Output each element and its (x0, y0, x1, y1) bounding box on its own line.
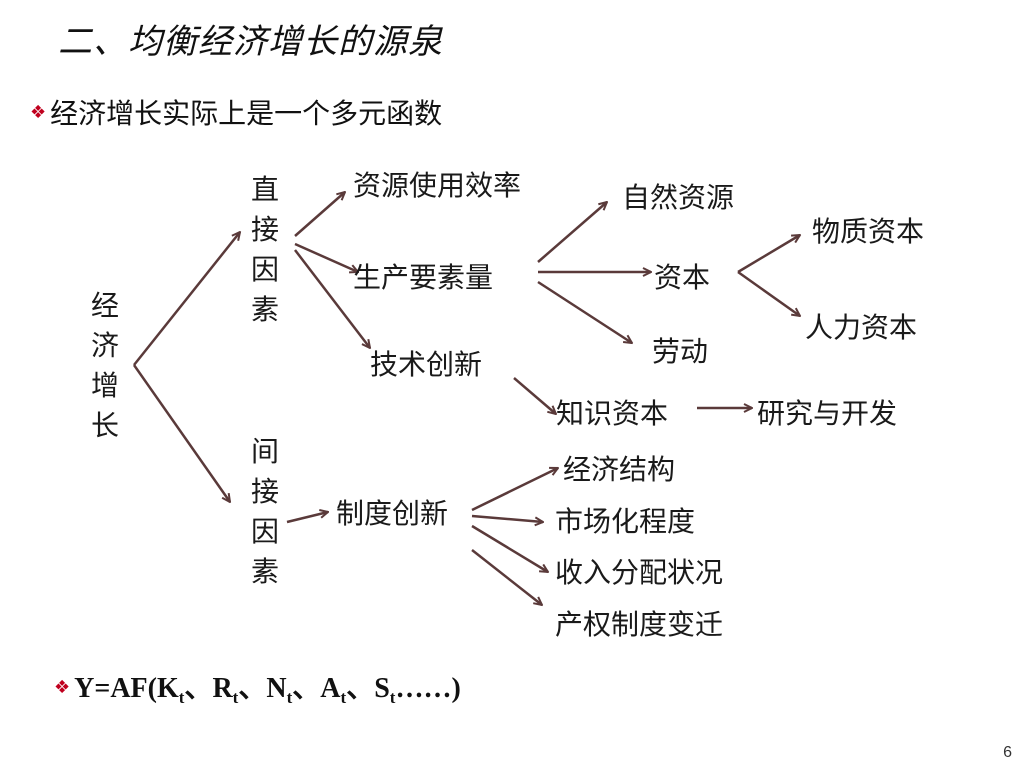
node-physical-capital: 物质资本 (812, 215, 925, 248)
node-marketization: 市场化程度 (555, 505, 696, 538)
node-resource-efficiency: 资源使用效率 (353, 169, 522, 202)
diamond-bullet-icon: ❖ (30, 101, 47, 123)
formula-term: At、 (320, 673, 375, 707)
arrow-institutional-property (471, 549, 542, 605)
arrow-root-indirect (132, 364, 230, 502)
node-property-rights: 产权制度变迁 (555, 608, 724, 641)
node-institutional-innovation: 制度创新 (336, 497, 449, 530)
node-income-distribution: 收入分配状况 (555, 556, 724, 589)
node-knowledge-capital: 知识资本 (556, 397, 669, 430)
node-tech-innovation: 技术创新 (370, 348, 483, 381)
diamond-bullet-icon: ❖ (54, 676, 71, 698)
node-natural-resources: 自然资源 (622, 181, 735, 214)
bullet-formula: ❖ Y=AF(Kt、Rt、Nt、At、St……) (54, 666, 461, 708)
formula-suffix: ……) (395, 673, 461, 704)
node-economic-structure: 经济结构 (563, 453, 676, 486)
arrow-institutional-income (471, 524, 548, 572)
slide-title: 二、均衡经济增长的源泉 (58, 22, 443, 62)
node-capital: 资本 (654, 261, 711, 294)
formula-prefix: Y=AF( (74, 673, 157, 704)
arrow-factor-labor (537, 280, 632, 343)
arrow-institutional-structure (471, 466, 558, 512)
arrow-institutional-market (471, 514, 543, 522)
node-economic-growth: 经济增长 (90, 289, 119, 442)
formula-term: Kt、 (156, 673, 213, 707)
node-human-capital: 人力资本 (805, 311, 918, 344)
arrow-capital-human (737, 270, 800, 316)
node-labor: 劳动 (652, 335, 709, 368)
node-indirect-factors: 间接因素 (250, 435, 279, 588)
arrow-factor-natural (537, 202, 607, 263)
arrow-capital-physical (737, 235, 800, 274)
node-direct-factors: 直接因素 (250, 173, 279, 326)
formula-term: St (374, 673, 396, 707)
arrow-indirect-institutional (286, 512, 328, 524)
formula-term: Rt、 (212, 673, 267, 707)
arrow-root-direct (133, 232, 240, 366)
node-factor-quantity: 生产要素量 (353, 261, 494, 294)
arrow-tech-knowledge (513, 377, 556, 414)
arrow-direct-factor (294, 242, 358, 272)
arrow-direct-tech (294, 249, 370, 348)
bullet-text: 经济增长实际上是一个多元函数 (50, 97, 443, 130)
arrow-direct-efficiency (294, 192, 345, 237)
node-rnd: 研究与开发 (757, 397, 898, 430)
formula-term: Nt、 (266, 673, 321, 707)
page-number: 6 (1003, 744, 1012, 761)
bullet-multivariate-function: ❖ 经济增长实际上是一个多元函数 (30, 92, 442, 132)
production-function-formula: Y=AF(Kt、Rt、Nt、At、St……) (74, 666, 461, 708)
